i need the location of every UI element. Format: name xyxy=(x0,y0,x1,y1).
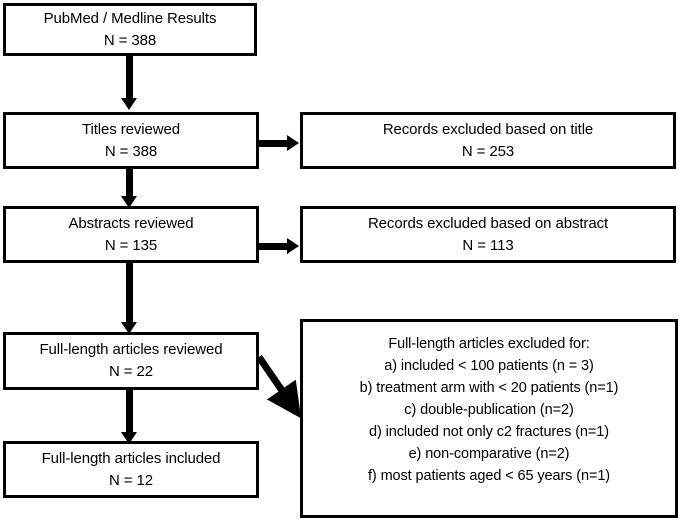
node-excluded-abstract-count: N = 113 xyxy=(462,236,514,254)
node-excluded-fulllength-heading: Full-length articles excluded for: xyxy=(388,336,590,352)
exclusion-reason-e: e) non-comparative (n=2) xyxy=(408,446,570,463)
node-fulllength-reviewed-count: N = 22 xyxy=(108,363,153,380)
arrow-shaft xyxy=(259,140,289,147)
exclusion-reason-d: d) included not only c2 fractures (n=1) xyxy=(369,424,609,441)
node-titles-reviewed: Titles reviewed N = 388 xyxy=(3,112,259,169)
node-pubmed-label: PubMed / Medline Results xyxy=(43,9,217,27)
node-excluded-title-label: Records excluded based on title xyxy=(382,120,594,138)
arrow-shaft xyxy=(126,263,133,324)
exclusion-reason-f: f) most patients aged < 65 years (n=1) xyxy=(367,468,611,485)
arrow-head xyxy=(121,432,137,444)
node-excluded-by-abstract: Records excluded based on abstract N = 1… xyxy=(300,206,676,263)
node-abstracts-reviewed: Abstracts reviewed N = 135 xyxy=(3,206,259,263)
node-abstracts-label: Abstracts reviewed xyxy=(68,214,194,232)
arrow-shaft xyxy=(126,169,133,198)
arrow-shaft xyxy=(126,390,133,434)
node-pubmed-count: N = 388 xyxy=(103,31,157,49)
arrow-head xyxy=(121,322,137,334)
arrow-head xyxy=(121,98,137,110)
node-fulllength-included-count: N = 12 xyxy=(108,471,153,489)
node-abstracts-count: N = 135 xyxy=(104,236,158,254)
arrow-shaft xyxy=(126,56,133,100)
node-fulllength-included-label: Full-length articles included xyxy=(41,449,221,467)
node-titles-count: N = 388 xyxy=(104,142,158,160)
arrow-shaft xyxy=(256,355,302,419)
node-excluded-fulllength: Full-length articles excluded for: a) in… xyxy=(300,319,678,518)
arrow-head xyxy=(287,238,299,254)
node-excluded-abstract-label: Records excluded based on abstract xyxy=(367,214,609,232)
exclusion-reason-c: c) double-publication (n=2) xyxy=(404,402,574,419)
node-titles-label: Titles reviewed xyxy=(82,120,180,138)
arrow-head xyxy=(287,135,299,151)
node-excluded-title-count: N = 253 xyxy=(461,142,515,160)
arrow-head xyxy=(121,196,137,208)
arrow-shaft xyxy=(259,243,289,250)
exclusion-reason-b: b) treatment arm with < 20 patients (n=1… xyxy=(359,380,619,397)
node-pubmed-results: PubMed / Medline Results N = 388 xyxy=(3,3,257,56)
node-excluded-by-title: Records excluded based on title N = 253 xyxy=(300,112,676,169)
exclusion-reason-a: a) included < 100 patients (n = 3) xyxy=(384,358,594,375)
node-fulllength-included: Full-length articles included N = 12 xyxy=(3,441,259,498)
node-fulllength-reviewed-label: Full-length articles reviewed xyxy=(39,341,223,359)
